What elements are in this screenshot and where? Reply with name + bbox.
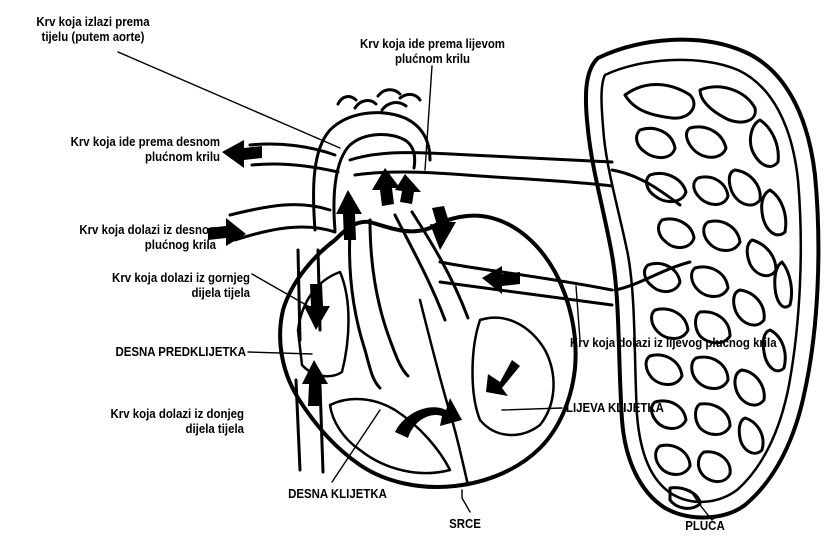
label-line-1: Krv koja ide prema desnom: [32, 134, 220, 149]
label-line-1: DESNA PREDKLIJETKA: [65, 344, 246, 359]
label-line-2: plućnom krilu: [32, 149, 220, 164]
label-blood-to-body-aorta: Krv koja izlazi prema tijelu (putem aort…: [27, 14, 159, 44]
label-line-1: DESNA KLIJETKA: [278, 486, 397, 501]
label-blood-to-left-lung: Krv koja ide prema lijevom plućnom krilu: [342, 36, 522, 66]
label-line-1: Krv koja dolazi iz gornjeg: [65, 270, 250, 285]
label-line-2: plućnom krilu: [342, 51, 522, 66]
label-line-1: Krv koja ide prema lijevom: [342, 36, 522, 51]
label-line-1: SRCE: [430, 516, 500, 531]
label-line-1: Krv koja dolazi iz donjeg: [47, 406, 244, 421]
label-line-2: tijelu (putem aorte): [27, 29, 159, 44]
heart-drawing: [280, 216, 576, 487]
label-line-1: Krv koja dolazi iz lijevog plućnog krila: [570, 335, 801, 350]
label-right-ventricle: DESNA KLIJETKA: [278, 486, 397, 501]
label-line-1: Krv koja izlazi prema: [27, 14, 159, 29]
label-blood-from-upper-body: Krv koja dolazi iz gornjeg dijela tijela: [65, 270, 250, 300]
label-blood-to-right-lung: Krv koja ide prema desnom plućnom krilu: [32, 134, 220, 164]
label-blood-from-lower-body: Krv koja dolazi iz donjeg dijela tijela: [47, 406, 244, 436]
label-line-1: Krv koja dolazi iz desnog: [31, 222, 216, 237]
label-left-ventricle: LIJEVA KLIJETKA: [566, 400, 698, 415]
label-line-2: plućnog krila: [31, 237, 216, 252]
lung-drawing: [586, 40, 818, 518]
label-right-atrium: DESNA PREDKLIJETKA: [65, 344, 246, 359]
label-line-2: dijela tijela: [47, 421, 244, 436]
label-lungs: PLUĆA: [670, 518, 740, 533]
label-blood-from-left-lung: Krv koja dolazi iz lijevog plućnog krila: [570, 335, 801, 350]
label-heart: SRCE: [430, 516, 500, 531]
label-line-2: dijela tijela: [65, 285, 250, 300]
label-line-1: LIJEVA KLIJETKA: [566, 400, 698, 415]
label-line-1: PLUĆA: [670, 518, 740, 533]
label-blood-from-right-lung: Krv koja dolazi iz desnog plućnog krila: [31, 222, 216, 252]
